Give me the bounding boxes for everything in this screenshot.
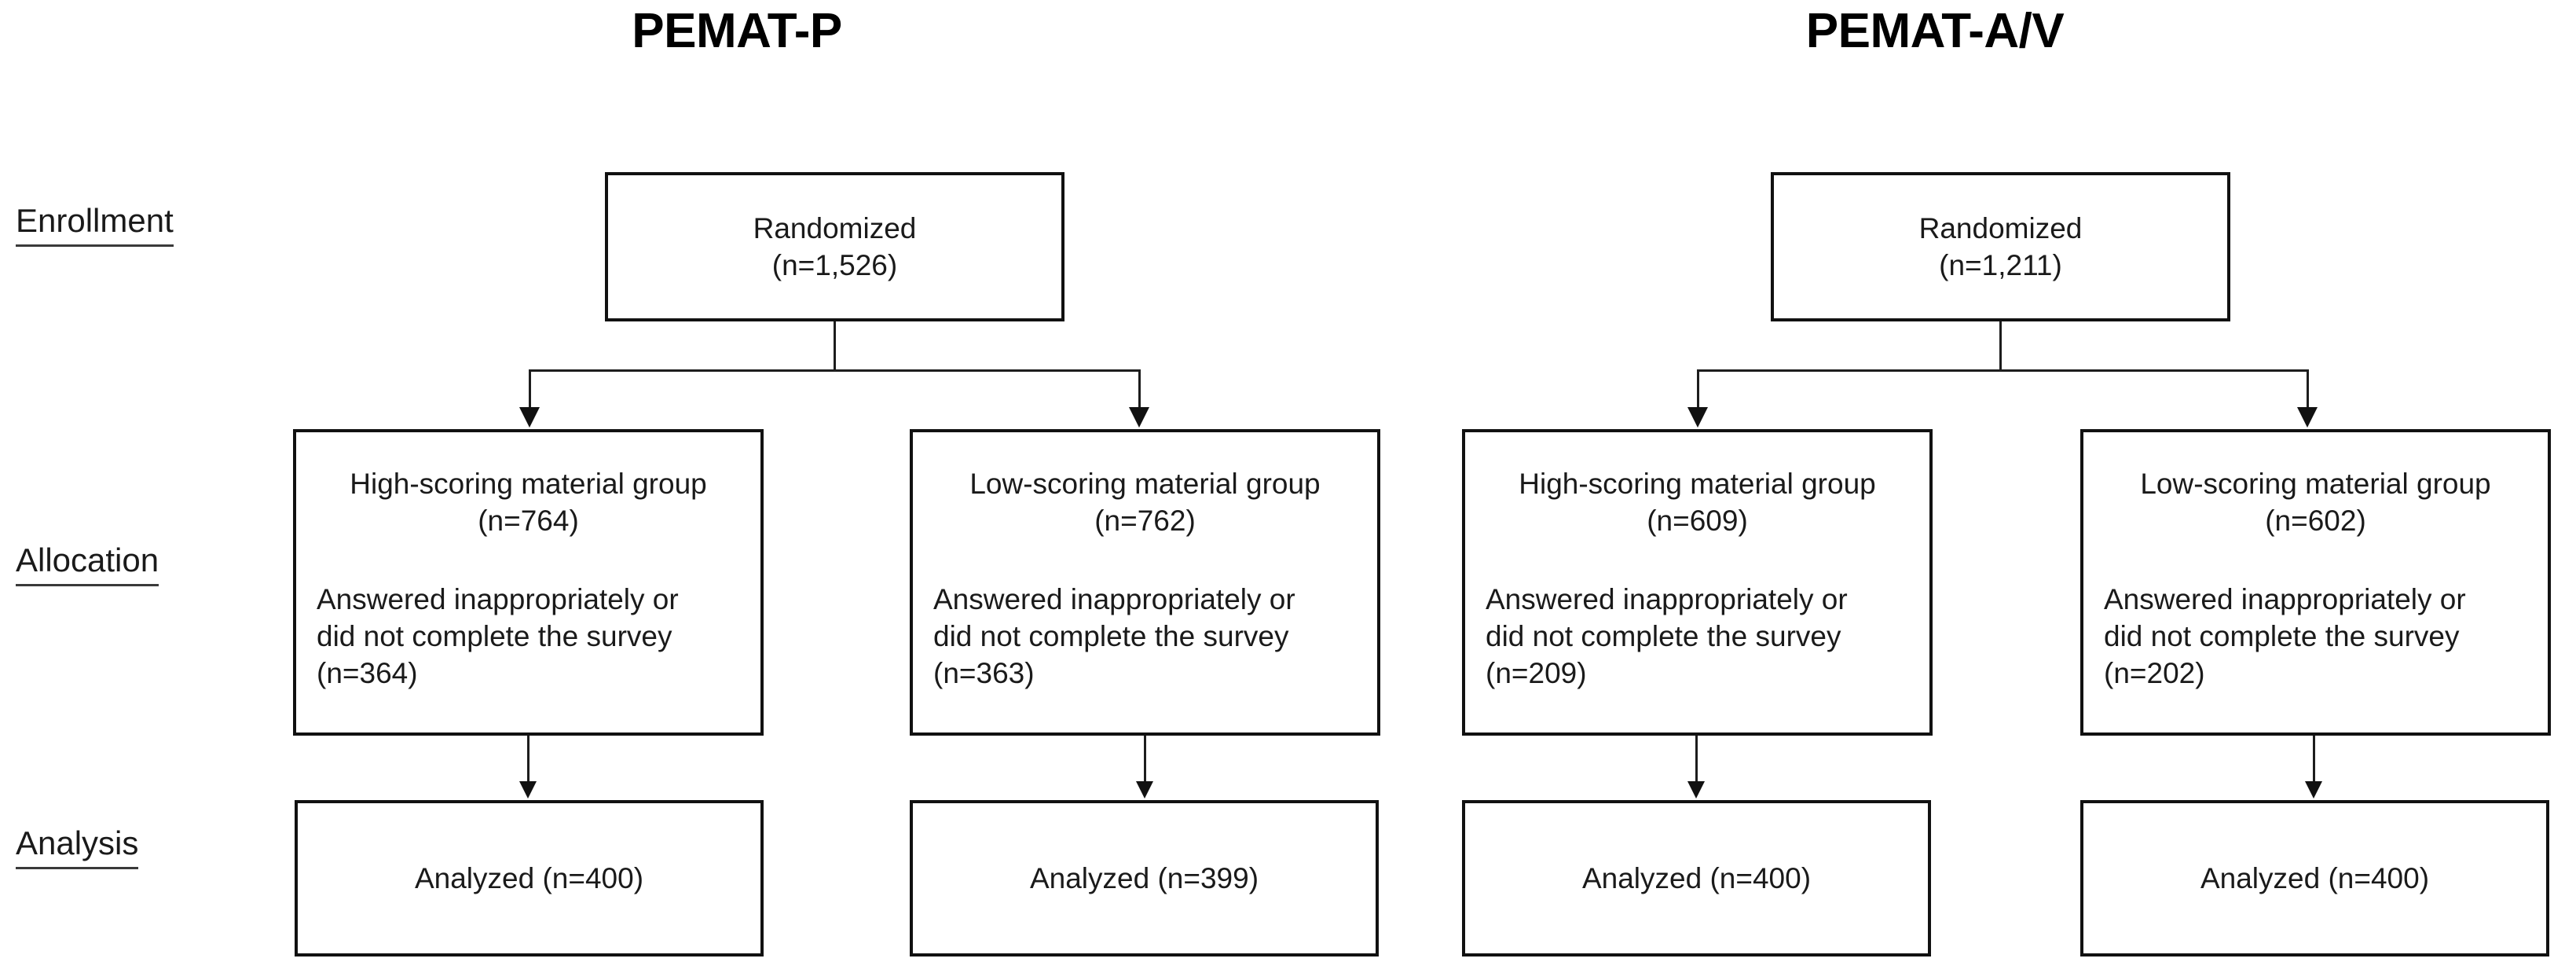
allocation-exclusion-line2-pemat-p-high: did not complete the survey xyxy=(317,620,672,653)
analysis-label-pemat-av-low: Analyzed (n=400) xyxy=(2200,861,2430,894)
enrollment-box-pemat-p: Randomized (n=1,526) xyxy=(605,172,1064,321)
allocation-box-pemat-p-low: Low-scoring material group (n=762) Answe… xyxy=(910,429,1380,736)
allocation-exclusion-line2-pemat-av-high: did not complete the survey xyxy=(1486,620,1841,653)
panel-title-pemat-av: PEMAT-A/V xyxy=(1805,4,2065,58)
connector-analysis-left-pemat-av xyxy=(1695,736,1698,783)
allocation-exclusion-line1-pemat-av-high: Answered inappropriately or xyxy=(1486,582,1848,615)
stage-label-enrollment-text: Enrollment xyxy=(16,202,174,248)
allocation-exclusion-count-pemat-av-high: (n=209) xyxy=(1486,657,1587,690)
analysis-label-pemat-p-low: Analyzed (n=399) xyxy=(1029,861,1259,894)
allocation-group-label-pemat-p-low: Low-scoring material group xyxy=(969,468,1321,500)
connector-analysis-left-pemat-p xyxy=(527,736,529,783)
panel-title-pemat-p: PEMAT-P xyxy=(632,4,842,58)
arrowhead-alloc-left-pemat-p xyxy=(519,407,540,428)
allocation-group-label-pemat-av-low: Low-scoring material group xyxy=(2140,468,2491,500)
enrollment-label-pemat-av: Randomized xyxy=(1918,211,2083,244)
allocation-box-pemat-av-low: Low-scoring material group (n=602) Answe… xyxy=(2080,429,2551,736)
allocation-group-label-pemat-p-high: High-scoring material group xyxy=(350,468,707,500)
stage-label-allocation-text: Allocation xyxy=(16,542,159,587)
allocation-exclusion-count-pemat-p-high: (n=364) xyxy=(317,657,418,690)
stage-label-enrollment: Enrollment xyxy=(16,202,174,248)
allocation-group-label-pemat-av-high: High-scoring material group xyxy=(1519,468,1876,500)
allocation-exclusion-line2-pemat-p-low: did not complete the survey xyxy=(933,620,1289,653)
allocation-exclusion-line1-pemat-p-low: Answered inappropriately or xyxy=(933,582,1295,615)
arrowhead-analysis-left-pemat-av xyxy=(1687,781,1705,799)
analysis-box-pemat-av-low: Analyzed (n=400) xyxy=(2080,800,2549,956)
allocation-box-pemat-av-high: High-scoring material group (n=609) Answ… xyxy=(1462,429,1933,736)
connector-drop-right-pemat-av xyxy=(2307,369,2309,409)
connector-drop-left-pemat-p xyxy=(529,369,531,409)
enrollment-box-pemat-av: Randomized (n=1,211) xyxy=(1771,172,2230,321)
arrowhead-analysis-left-pemat-p xyxy=(519,781,537,799)
allocation-box-pemat-p-high: High-scoring material group (n=764) Answ… xyxy=(293,429,764,736)
arrowhead-alloc-right-pemat-av xyxy=(2297,407,2318,428)
allocation-exclusion-count-pemat-av-low: (n=202) xyxy=(2104,657,2205,690)
arrowhead-analysis-right-pemat-p xyxy=(1136,781,1153,799)
allocation-exclusion-line1-pemat-av-low: Answered inappropriately or xyxy=(2104,582,2466,615)
analysis-box-pemat-p-low: Analyzed (n=399) xyxy=(910,800,1379,956)
allocation-group-count-pemat-p-low: (n=762) xyxy=(1094,505,1196,538)
allocation-exclusion-count-pemat-p-low: (n=363) xyxy=(933,657,1035,690)
connector-analysis-right-pemat-p xyxy=(1144,736,1146,783)
allocation-group-count-pemat-p-high: (n=764) xyxy=(478,505,579,538)
arrowhead-alloc-right-pemat-p xyxy=(1129,407,1149,428)
stage-label-allocation: Allocation xyxy=(16,542,159,587)
stage-label-analysis: Analysis xyxy=(16,824,139,870)
enrollment-count-pemat-p: (n=1,526) xyxy=(771,249,898,281)
connector-drop-left-pemat-av xyxy=(1697,369,1699,409)
analysis-label-pemat-p-high: Analyzed (n=400) xyxy=(414,861,644,894)
connector-bar-pemat-av xyxy=(1697,369,2307,372)
allocation-group-count-pemat-av-high: (n=609) xyxy=(1647,505,1748,538)
allocation-exclusion-line1-pemat-p-high: Answered inappropriately or xyxy=(317,582,679,615)
connector-drop-right-pemat-p xyxy=(1138,369,1141,409)
arrowhead-analysis-right-pemat-av xyxy=(2305,781,2322,799)
analysis-label-pemat-av-high: Analyzed (n=400) xyxy=(1581,861,1812,894)
analysis-box-pemat-p-high: Analyzed (n=400) xyxy=(295,800,764,956)
connector-analysis-right-pemat-av xyxy=(2313,736,2315,783)
allocation-exclusion-line2-pemat-av-low: did not complete the survey xyxy=(2104,620,2460,653)
connector-stem-pemat-av xyxy=(1999,321,2002,371)
allocation-group-count-pemat-av-low: (n=602) xyxy=(2265,505,2366,538)
connector-stem-pemat-p xyxy=(834,321,836,371)
analysis-box-pemat-av-high: Analyzed (n=400) xyxy=(1462,800,1931,956)
stage-label-analysis-text: Analysis xyxy=(16,824,139,870)
enrollment-label-pemat-p: Randomized xyxy=(753,211,917,244)
connector-bar-pemat-p xyxy=(529,369,1139,372)
enrollment-count-pemat-av: (n=1,211) xyxy=(1939,249,2062,281)
arrowhead-alloc-left-pemat-av xyxy=(1687,407,1708,428)
